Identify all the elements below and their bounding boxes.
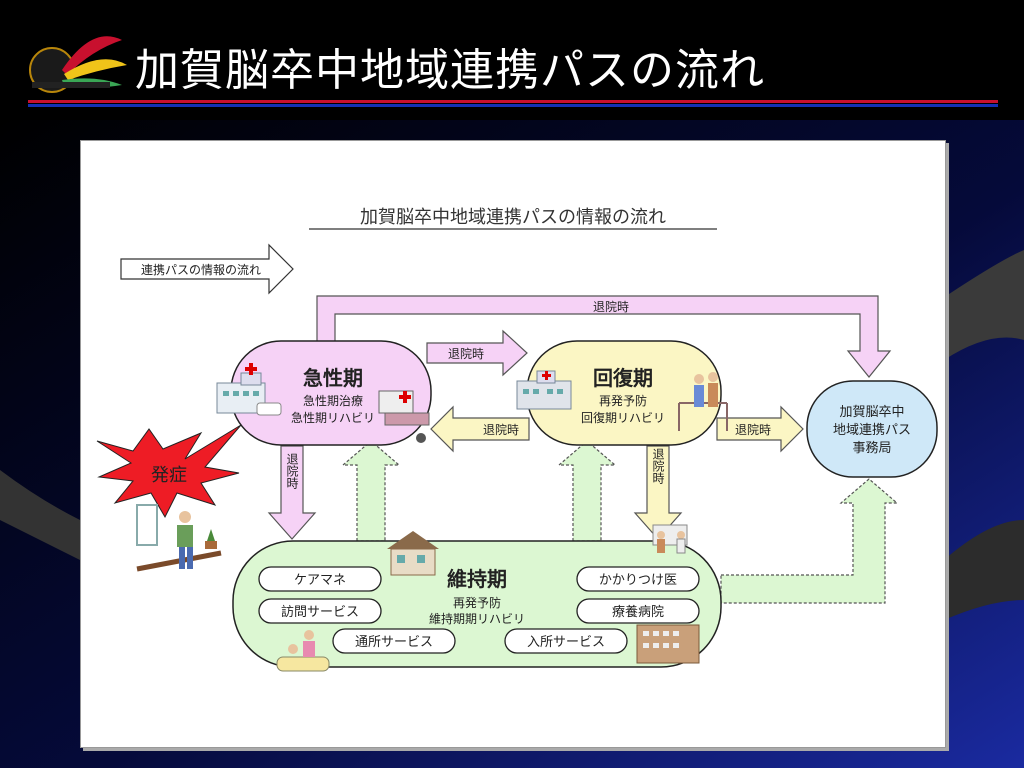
recovery-to-acute-label: 退院時 bbox=[483, 423, 519, 437]
office-line1: 加賀脳卒中 bbox=[839, 405, 904, 420]
acute-to-recovery-arrow: 退院時 bbox=[426, 329, 528, 377]
care-facility-icon bbox=[636, 624, 700, 664]
service-day-service-label: 通所サービス bbox=[355, 635, 433, 650]
bathing-care-icon bbox=[276, 630, 330, 672]
title-rule-blue bbox=[28, 104, 998, 107]
maintenance-phase-box: 維持期 再発予防 維持期期リハビリ bbox=[232, 524, 722, 672]
onset-starburst: 発症 bbox=[96, 424, 242, 519]
rehab-people-icon bbox=[678, 372, 728, 431]
acute-to-recovery-label: 退院時 bbox=[448, 347, 484, 361]
office-line3: 事務局 bbox=[852, 441, 891, 456]
recovery-title: 回復期 bbox=[593, 366, 653, 390]
service-care-manager-label: ケアマネ bbox=[294, 573, 346, 588]
patient-fall-icon bbox=[136, 504, 222, 572]
recovery-phase-box: 回復期 再発予防 回復期リハビリ bbox=[516, 340, 728, 446]
maintenance-line1: 再発予防 bbox=[453, 595, 501, 610]
service-residential: 入所サービス bbox=[504, 628, 628, 654]
top-discharge-arrow: 退院時 bbox=[316, 295, 892, 378]
service-family-doctor-label: かかりつけ医 bbox=[599, 573, 677, 588]
maintenance-to-recovery-arrow bbox=[557, 440, 617, 542]
legend-arrow: 連携パスの情報の流れ bbox=[120, 243, 294, 295]
hospital-icon bbox=[216, 363, 282, 416]
recovery-to-office-arrow: 退院時 bbox=[716, 405, 804, 453]
service-care-hospital-label: 療養病院 bbox=[612, 604, 664, 620]
maintenance-line2: 維持期期リハビリ bbox=[429, 611, 525, 626]
title-rule-red bbox=[28, 100, 998, 103]
office-box: 加賀脳卒中 地域連携パス 事務局 bbox=[806, 380, 938, 478]
maintenance-title: 維持期 bbox=[447, 567, 507, 591]
house-icon bbox=[387, 531, 439, 576]
service-care-hospital: 療養病院 bbox=[576, 598, 700, 624]
legend-label: 連携パスの情報の流れ bbox=[141, 262, 261, 277]
service-home-visit: 訪問サービス bbox=[258, 598, 382, 624]
acute-title: 急性期 bbox=[303, 366, 363, 390]
service-care-manager: ケアマネ bbox=[258, 566, 382, 592]
recovery-to-office-label: 退院時 bbox=[735, 423, 771, 437]
service-residential-label: 入所サービス bbox=[527, 635, 605, 650]
flow-diagram: 加賀脳卒中地域連携パスの情報の流れ 連携パスの情報の流れ 退院時 退院時 退院時… bbox=[96, 207, 938, 672]
organization-logo bbox=[29, 36, 127, 93]
office-line2: 地域連携パス bbox=[833, 422, 911, 438]
recovery-line2: 回復期リハビリ bbox=[581, 410, 665, 425]
service-family-doctor: かかりつけ医 bbox=[576, 566, 700, 592]
recovery-line1: 再発予防 bbox=[599, 393, 647, 408]
family-doctor-icon bbox=[652, 524, 688, 554]
acute-down-label: 退院時 bbox=[285, 453, 299, 489]
maintenance-to-office-arrow bbox=[720, 478, 899, 604]
diagram-title: 加賀脳卒中地域連携パスの情報の流れ bbox=[360, 207, 666, 228]
slide-title: 加賀脳卒中地域連携パスの流れ bbox=[135, 45, 765, 96]
acute-line1: 急性期治療 bbox=[303, 393, 363, 408]
rehab-hospital-icon bbox=[516, 370, 572, 410]
acute-down-arrow: 退院時 bbox=[267, 445, 317, 540]
acute-line2: 急性期リハビリ bbox=[291, 410, 375, 425]
service-day-service: 通所サービス bbox=[332, 628, 456, 654]
recovery-to-acute-arrow: 退院時 bbox=[430, 405, 530, 453]
maintenance-to-acute-arrow bbox=[341, 440, 401, 542]
onset-label: 発症 bbox=[151, 465, 187, 486]
acute-phase-box: 急性期 急性期治療 急性期リハビリ bbox=[216, 340, 432, 446]
diagram-panel: 加賀脳卒中地域連携パスの情報の流れ 連携パスの情報の流れ 退院時 退院時 退院時… bbox=[80, 140, 946, 748]
service-home-visit-label: 訪問サービス bbox=[281, 604, 359, 620]
ambulance-icon bbox=[378, 390, 430, 443]
recovery-down-label: 退院時 bbox=[651, 448, 665, 484]
top-discharge-label: 退院時 bbox=[593, 300, 629, 314]
